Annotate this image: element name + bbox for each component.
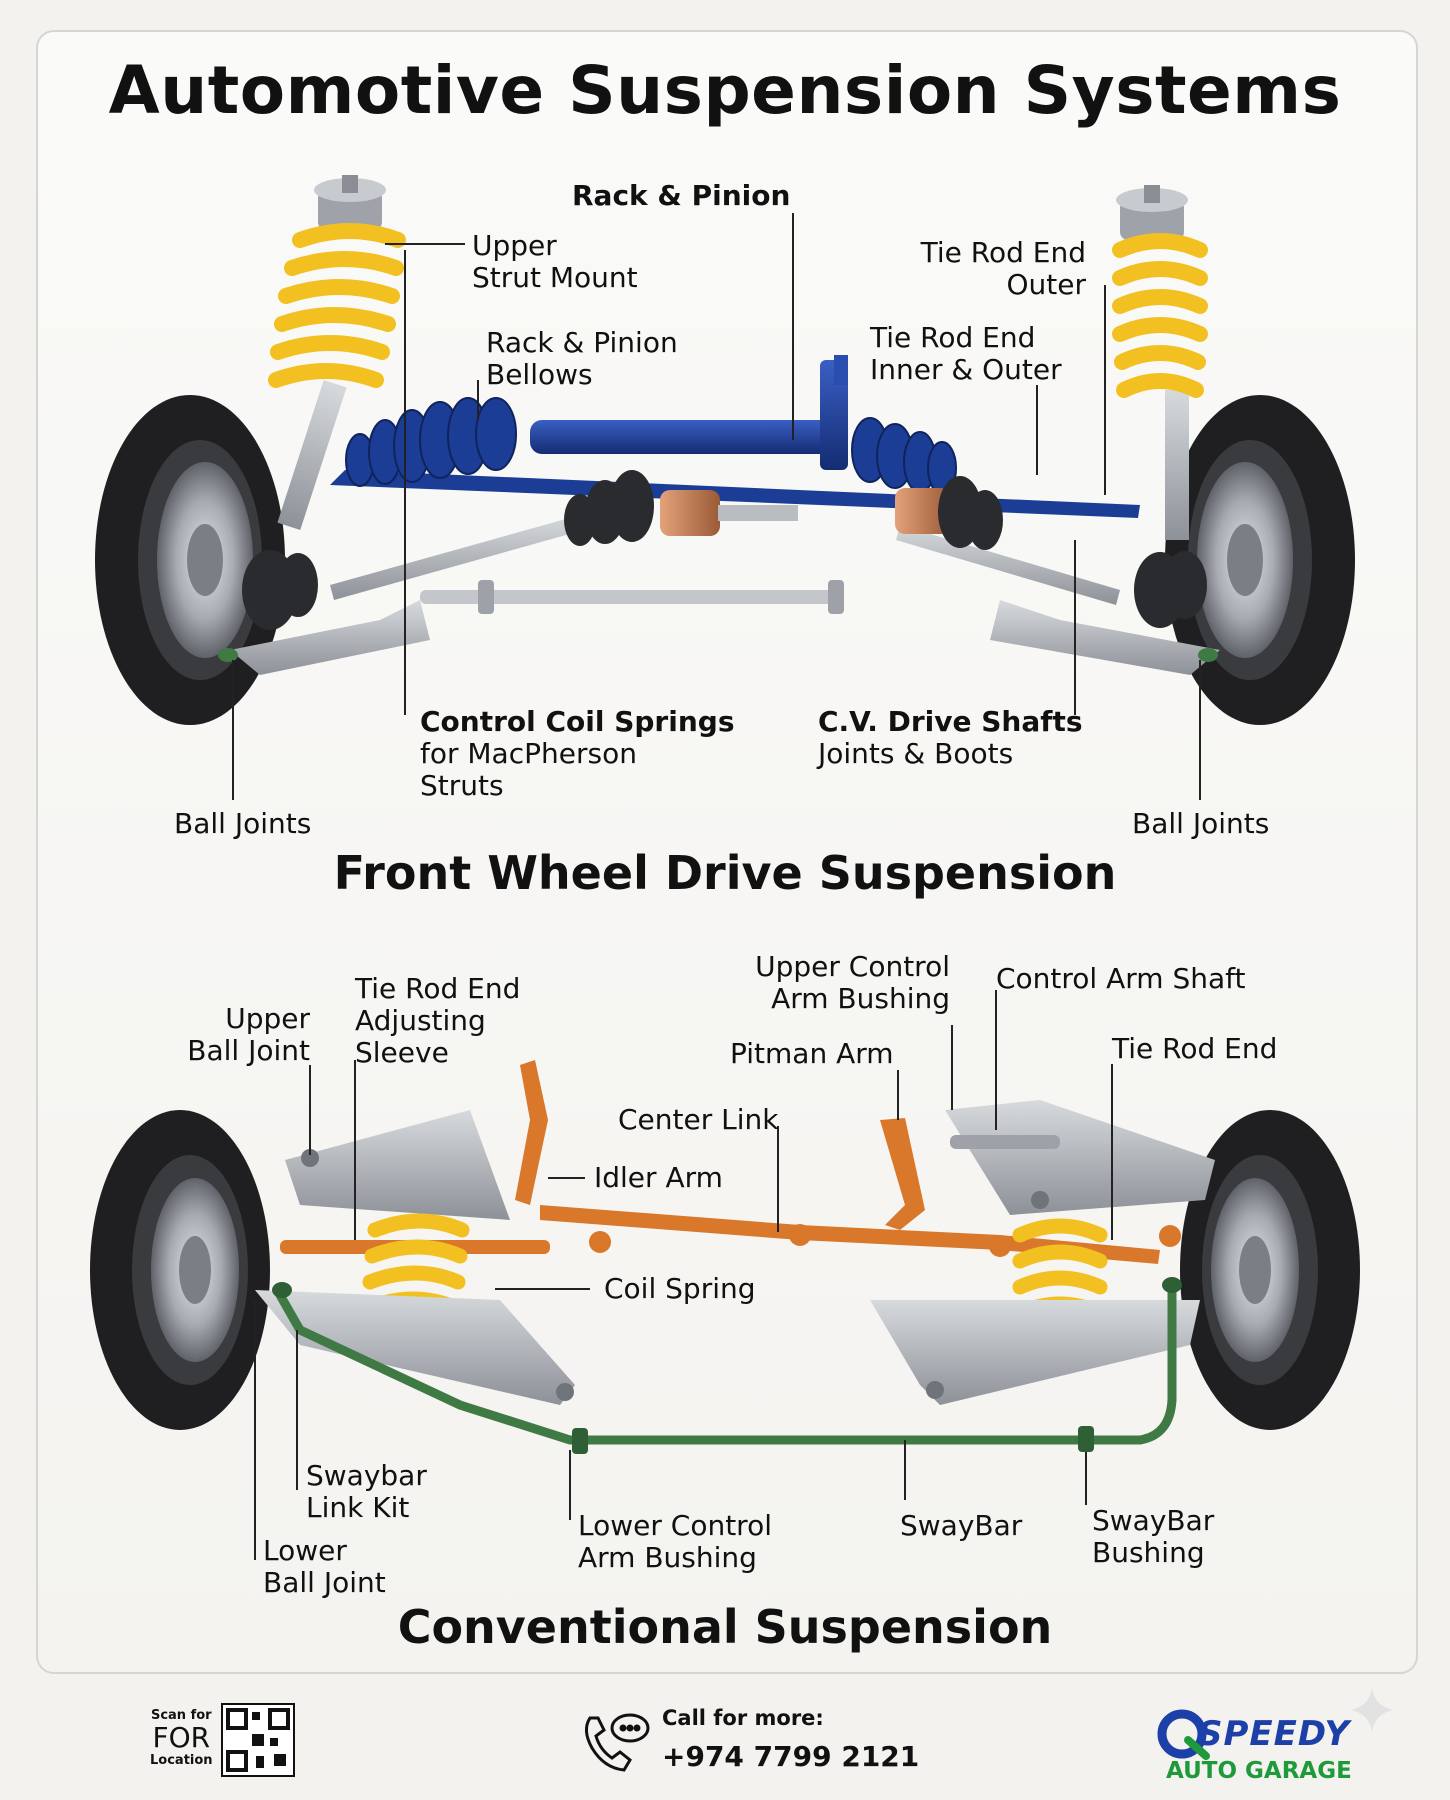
conv-upper-control-arms — [285, 1100, 1215, 1220]
label-tie-rod-end-outer: Tie Rod End Outer — [920, 236, 1086, 301]
logo-wordmark: SPEEDY — [1198, 1714, 1351, 1754]
conv-left-tire — [90, 1110, 270, 1430]
conv-lower-control-arms — [255, 1290, 1200, 1405]
label-ball-joints-left: Ball Joints — [174, 807, 312, 840]
label-lower-control-arm-bushing: Lower Control Arm Bushing — [578, 1509, 772, 1574]
label-cv-drive-shafts: C.V. Drive Shafts Joints & Boots — [818, 705, 1083, 770]
phone-chat-icon — [585, 1713, 650, 1772]
label-tie-rod-adjusting-sleeve: Tie Rod End Adjusting Sleeve — [355, 972, 521, 1069]
fwd-leader-lines — [232, 213, 1201, 800]
conv-right-tire — [1180, 1110, 1360, 1430]
label-swaybar-link-kit: Swaybar Link Kit — [306, 1459, 427, 1524]
conv-leader-lines — [254, 990, 1113, 1560]
label-control-coil-springs: Control Coil Springs for MacPherson Stru… — [420, 705, 735, 802]
label-coil-spring: Coil Spring — [604, 1272, 756, 1305]
fwd-left-tire — [95, 395, 285, 725]
label-tie-rod-end: Tie Rod End — [1112, 1032, 1278, 1065]
fwd-lower-arms — [218, 580, 1220, 675]
speedy-logo-mark — [1157, 1709, 1210, 1760]
label-upper-control-arm-bushing: Upper Control Arm Bushing — [755, 950, 950, 1015]
label-swaybar-bushing: SwayBar Bushing — [1092, 1504, 1215, 1569]
label-upper-strut-mount: Upper Strut Mount — [472, 229, 638, 294]
label-center-link: Center Link — [618, 1103, 779, 1136]
qr-caption: Scan for FOR Location — [150, 1708, 213, 1768]
fwd-cv-drive-shafts — [242, 470, 1207, 630]
qr-code — [221, 1703, 295, 1777]
fwd-left-strut — [268, 175, 406, 531]
label-rack-pinion: Rack & Pinion — [572, 179, 791, 212]
conv-swaybar — [275, 1285, 1177, 1445]
conv-swaybar-bushings — [272, 1277, 1182, 1454]
label-control-arm-shaft: Control Arm Shaft — [996, 962, 1246, 995]
label-rack-pinion-bellows: Rack & Pinion Bellows — [486, 326, 678, 391]
fwd-section-title: Front Wheel Drive Suspension — [333, 846, 1117, 900]
label-pitman-arm: Pitman Arm — [730, 1037, 894, 1070]
sparkle-icon — [1350, 1688, 1394, 1732]
call-label: Call for more: — [662, 1706, 824, 1730]
label-ball-joints-right: Ball Joints — [1132, 807, 1270, 840]
fwd-right-strut — [1112, 185, 1208, 540]
page-title: Automotive Suspension Systems — [108, 52, 1342, 129]
label-swaybar: SwayBar — [900, 1509, 1023, 1542]
label-upper-ball-joint: Upper Ball Joint — [187, 1002, 310, 1067]
phone-number[interactable]: +974 7799 2121 — [662, 1740, 920, 1773]
logo-subtitle: AUTO GARAGE — [1166, 1758, 1352, 1784]
label-tie-rod-end-inner-outer: Tie Rod End Inner & Outer — [870, 321, 1062, 386]
label-lower-ball-joint: Lower Ball Joint — [263, 1534, 386, 1599]
fwd-right-tire — [1165, 395, 1355, 725]
label-idler-arm: Idler Arm — [594, 1161, 723, 1194]
conv-section-title: Conventional Suspension — [397, 1600, 1053, 1654]
